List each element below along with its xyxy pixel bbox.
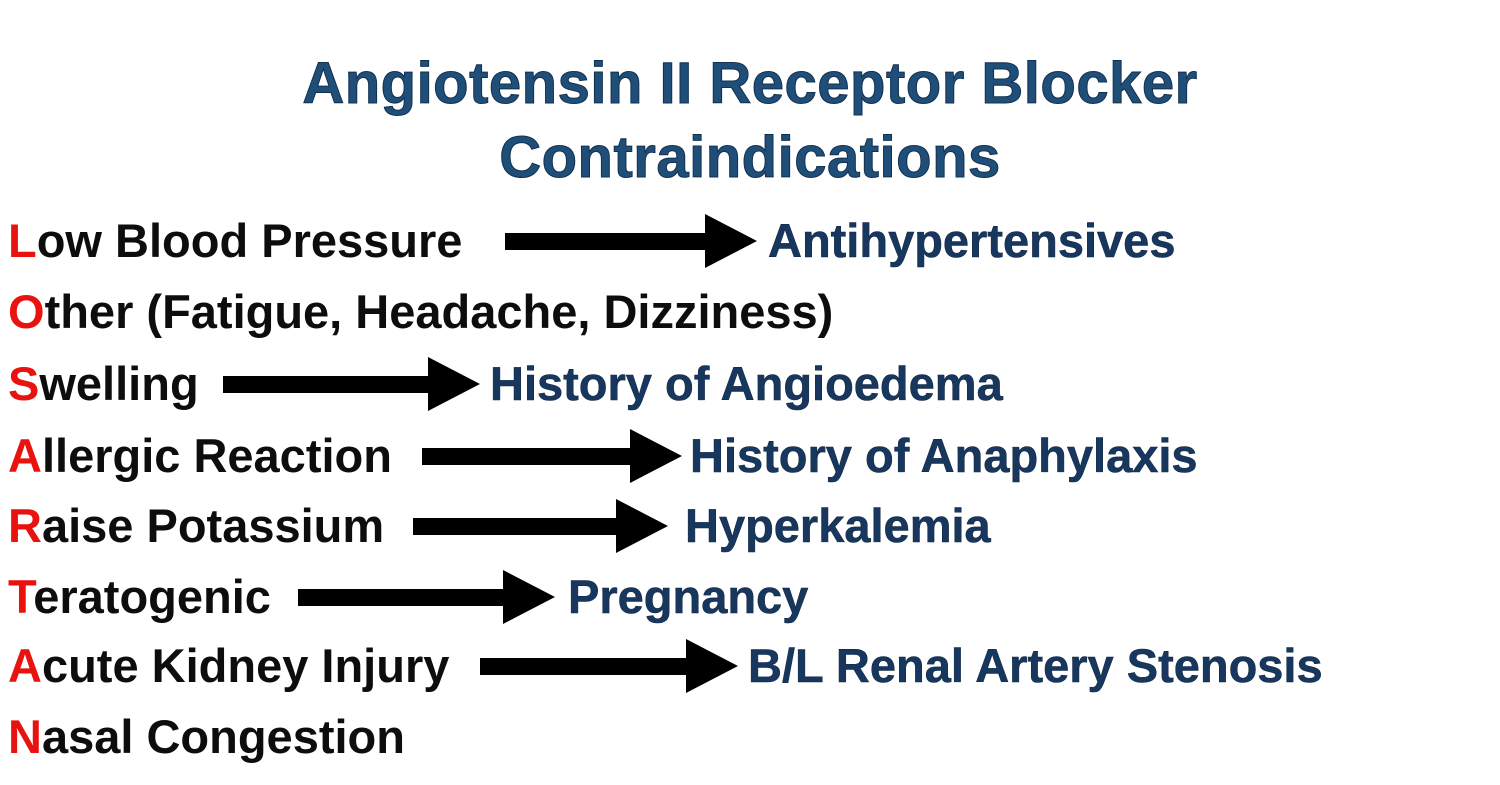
mnemonic-letter: O	[8, 285, 45, 338]
contraindication-label: Hyperkalemia	[685, 499, 991, 553]
mnemonic-letter: T	[8, 570, 34, 623]
arrow-shaft	[413, 517, 616, 535]
side-effect-label: eratogenic	[33, 570, 271, 623]
side-effect-label: welling	[39, 357, 199, 410]
mnemonic-letter: N	[8, 710, 42, 763]
side-effect-label: ow Blood Pressure	[36, 214, 463, 267]
contraindication-label: Antihypertensives	[768, 214, 1176, 268]
mnemonic-row: Nasal Congestion	[8, 708, 1500, 766]
page-title: Angiotensin II Receptor Blocker Contrain…	[0, 47, 1500, 195]
arrow-shaft	[480, 657, 686, 675]
side-effect-label: aise Potassium	[41, 499, 385, 552]
arrow-head	[428, 357, 480, 411]
mnemonic-row: Swelling History of Angioedema	[8, 355, 1500, 413]
arrow-head	[616, 499, 668, 553]
mnemonic-letter: A	[8, 639, 42, 692]
side-effect-label: ther (Fatigue, Headache, Dizziness)	[44, 285, 834, 338]
contraindication-label: History of Anaphylaxis	[690, 429, 1198, 483]
arrow-shaft	[298, 588, 503, 606]
mnemonic-letter: A	[8, 429, 42, 482]
mnemonic-row: Other (Fatigue, Headache, Dizziness)	[8, 283, 1500, 341]
mnemonic-row: Allergic Reaction History of Anaphylaxis	[8, 427, 1500, 485]
arrow-icon	[505, 212, 757, 270]
arrow-shaft	[422, 447, 630, 465]
side-effect-label: asal Congestion	[41, 710, 405, 763]
mnemonic-row: Acute Kidney Injury B/L Renal Artery Ste…	[8, 637, 1500, 695]
mnemonic-letter: R	[8, 499, 42, 552]
mnemonic-row: Low Blood Pressure Antihypertensives	[8, 212, 1500, 270]
arrow-icon	[480, 637, 738, 695]
arrow-shaft	[505, 232, 705, 250]
arrow-head	[705, 214, 757, 268]
arrow-icon	[298, 568, 555, 626]
side-effect-label: llergic Reaction	[41, 429, 392, 482]
contraindication-label: History of Angioedema	[490, 357, 1003, 411]
arrow-icon	[223, 355, 480, 413]
mnemonic-letter: L	[8, 214, 37, 267]
arrow-shaft	[223, 375, 428, 393]
page-title-line2: Contraindications	[499, 124, 1001, 190]
mnemonic-row: Raise Potassium Hyperkalemia	[8, 497, 1500, 555]
arrow-head	[686, 639, 738, 693]
side-effect-label: cute Kidney Injury	[41, 639, 450, 692]
mnemonic-letter: S	[8, 357, 40, 410]
contraindication-label: B/L Renal Artery Stenosis	[748, 639, 1323, 693]
arrow-head	[630, 429, 682, 483]
page-title-line1: Angiotensin II Receptor Blocker	[302, 50, 1198, 116]
mnemonic-row: Teratogenic Pregnancy	[8, 568, 1500, 626]
contraindication-label: Pregnancy	[568, 570, 809, 624]
arrow-head	[503, 570, 555, 624]
arrow-icon	[422, 427, 682, 485]
arrow-icon	[413, 497, 668, 555]
